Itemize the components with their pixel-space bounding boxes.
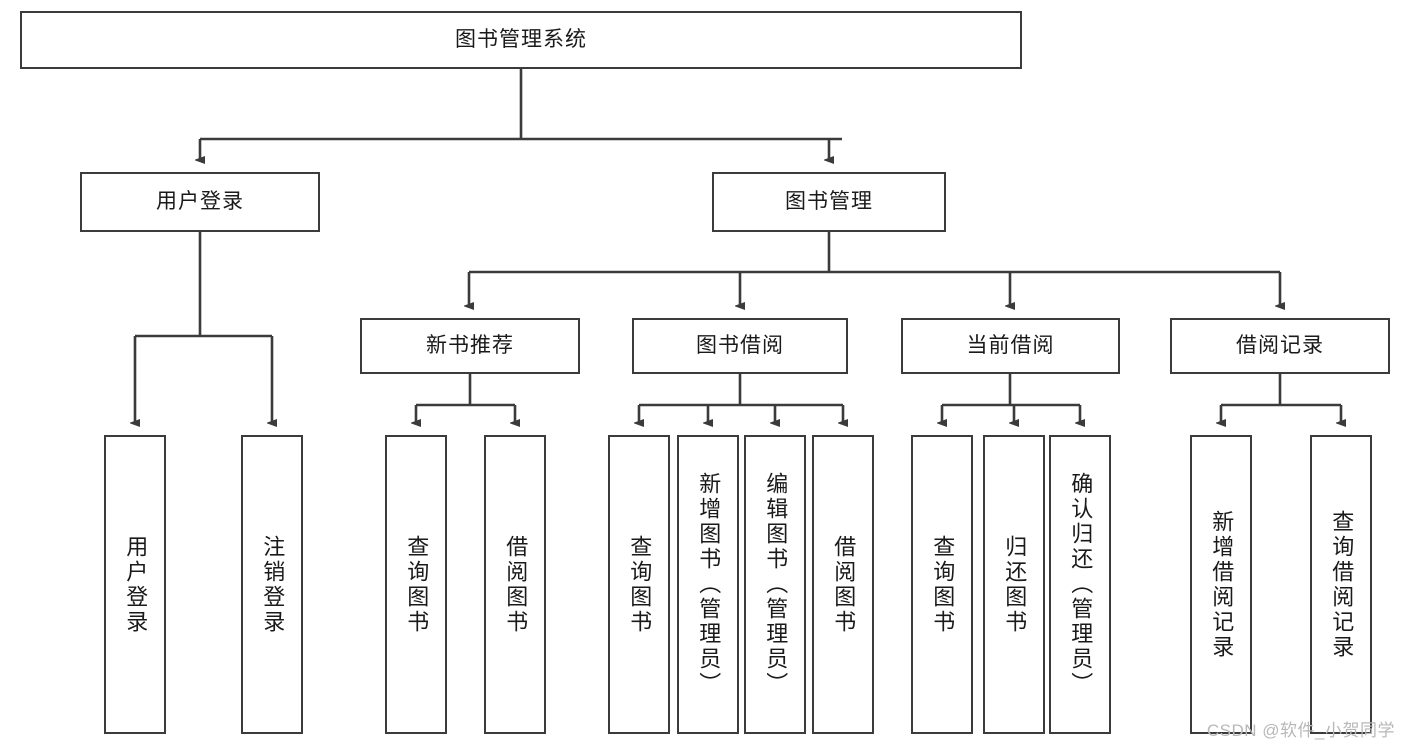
node-leaf-borrow-book-1[interactable]: 借阅图书 [484,435,546,734]
node-leaf-query-book-2-label: 查询图书 [627,534,653,635]
node-borrow-record-label: 借阅记录 [1236,334,1324,358]
node-leaf-borrow-book-1-label: 借阅图书 [503,534,529,635]
node-book-borrow-label: 图书借阅 [696,334,784,358]
node-root-label: 图书管理系统 [455,28,587,52]
node-leaf-query-book-1-label: 查询图书 [404,534,430,635]
node-book-management[interactable]: 图书管理 [712,172,946,232]
node-leaf-add-record-label: 新增借阅记录 [1209,509,1235,660]
node-leaf-edit-book-label: 编辑图书（管理员） [763,472,789,697]
node-leaf-edit-book[interactable]: 编辑图书（管理员） [744,435,806,734]
node-borrow-record[interactable]: 借阅记录 [1170,318,1390,374]
node-leaf-return-book-label: 归还图书 [1002,534,1028,635]
node-leaf-user-login[interactable]: 用户登录 [104,435,166,734]
node-root[interactable]: 图书管理系统 [20,11,1022,69]
node-leaf-query-record-label: 查询借阅记录 [1329,509,1355,660]
node-leaf-add-book-label: 新增图书（管理员） [696,472,722,697]
node-book-borrow[interactable]: 图书借阅 [632,318,848,374]
node-new-book-recommend-label: 新书推荐 [426,334,514,358]
node-user-login[interactable]: 用户登录 [80,172,320,232]
node-leaf-confirm-return-label: 确认归还（管理员） [1068,472,1094,697]
node-new-book-recommend[interactable]: 新书推荐 [360,318,580,374]
node-current-borrow[interactable]: 当前借阅 [901,318,1120,374]
watermark-text: CSDN @软件_小贺同学 [1206,721,1395,740]
node-leaf-borrow-book-2-label: 借阅图书 [831,534,857,635]
node-leaf-confirm-return[interactable]: 确认归还（管理员） [1049,435,1111,734]
node-user-login-label: 用户登录 [156,190,244,214]
node-leaf-query-book-3-label: 查询图书 [930,534,956,635]
node-leaf-add-book[interactable]: 新增图书（管理员） [677,435,739,734]
node-leaf-borrow-book-2[interactable]: 借阅图书 [812,435,874,734]
node-leaf-return-book[interactable]: 归还图书 [983,435,1045,734]
node-leaf-query-book-1[interactable]: 查询图书 [385,435,447,734]
node-leaf-logout[interactable]: 注销登录 [241,435,303,734]
node-leaf-query-book-2[interactable]: 查询图书 [608,435,670,734]
node-leaf-logout-label: 注销登录 [260,534,286,635]
node-book-management-label: 图书管理 [785,190,873,214]
node-leaf-query-book-3[interactable]: 查询图书 [911,435,973,734]
node-leaf-query-record[interactable]: 查询借阅记录 [1310,435,1372,734]
node-leaf-user-login-label: 用户登录 [123,534,149,635]
node-current-borrow-label: 当前借阅 [966,334,1055,358]
node-leaf-add-record[interactable]: 新增借阅记录 [1190,435,1252,734]
